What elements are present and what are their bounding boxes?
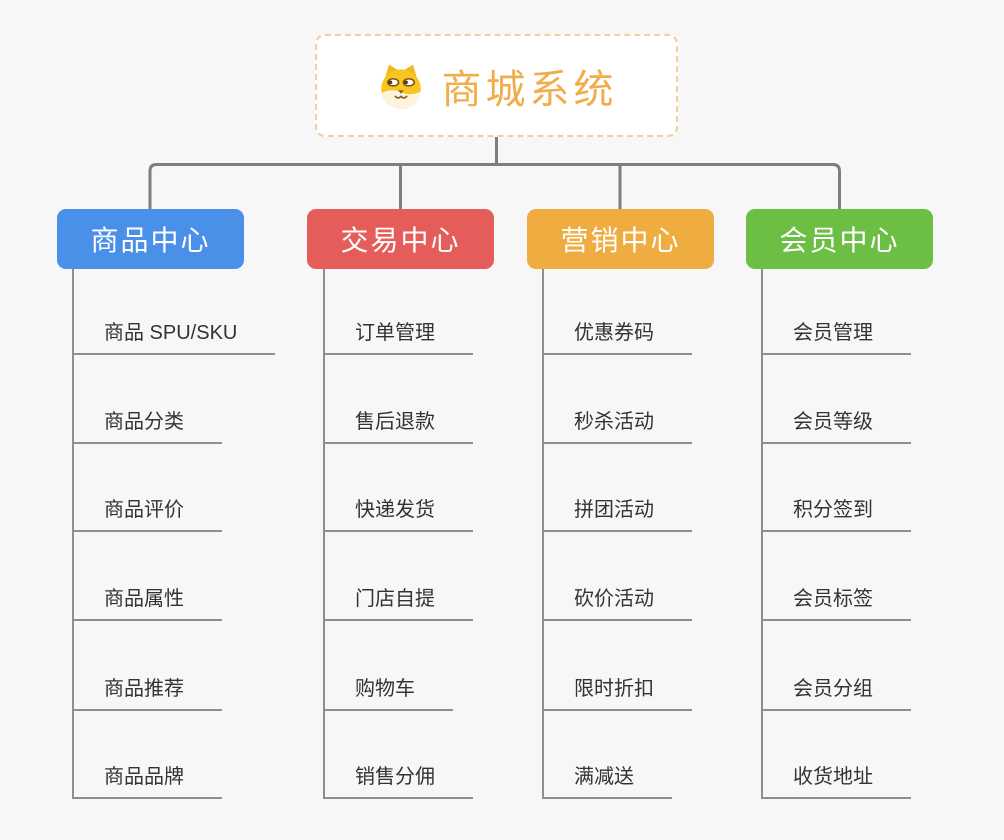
leaf-node[interactable]: 积分签到 <box>762 496 911 532</box>
root-title: 商城系统 <box>441 67 618 112</box>
dog-face-icon <box>376 61 426 111</box>
leaf-node[interactable]: 会员管理 <box>762 319 911 355</box>
root-node[interactable]: 商城系统 <box>315 34 678 137</box>
leaf-node[interactable]: 满减送 <box>543 763 672 799</box>
leaf-node[interactable]: 订单管理 <box>324 319 473 355</box>
leaf-node[interactable]: 优惠券码 <box>543 319 692 355</box>
branch-node-marketing-center[interactable]: 营销中心 <box>527 209 714 269</box>
leaf-node[interactable]: 会员等级 <box>762 408 911 444</box>
leaf-node[interactable]: 购物车 <box>324 675 453 711</box>
branch-trunk-line <box>323 269 325 799</box>
branch-label: 营销中心 <box>560 225 681 256</box>
leaf-node[interactable]: 销售分佣 <box>324 763 473 799</box>
branch-label: 会员中心 <box>779 225 900 256</box>
leaf-node[interactable]: 快递发货 <box>324 496 473 532</box>
leaf-node[interactable]: 拼团活动 <box>543 496 692 532</box>
branch-node-trade-center[interactable]: 交易中心 <box>307 209 494 269</box>
leaf-node[interactable]: 商品品牌 <box>73 763 222 799</box>
branch-node-product-center[interactable]: 商品中心 <box>57 209 244 269</box>
leaf-node[interactable]: 售后退款 <box>324 408 473 444</box>
leaf-node[interactable]: 会员分组 <box>762 675 911 711</box>
leaf-node[interactable]: 商品 SPU/SKU <box>73 319 276 355</box>
leaf-node[interactable]: 砍价活动 <box>543 585 692 621</box>
leaf-node[interactable]: 限时折扣 <box>543 675 692 711</box>
branch-trunk-line <box>72 269 74 799</box>
leaf-node[interactable]: 商品分类 <box>73 408 222 444</box>
leaf-node[interactable]: 商品评价 <box>73 496 222 532</box>
branch-trunk-line <box>761 269 763 799</box>
leaf-node[interactable]: 会员标签 <box>762 585 911 621</box>
branch-node-member-center[interactable]: 会员中心 <box>746 209 933 269</box>
leaf-node[interactable]: 商品推荐 <box>73 675 222 711</box>
leaf-node[interactable]: 秒杀活动 <box>543 408 692 444</box>
branch-label: 交易中心 <box>340 225 461 256</box>
branch-trunk-line <box>542 269 544 799</box>
leaf-node[interactable]: 商品属性 <box>73 585 222 621</box>
leaf-node[interactable]: 收货地址 <box>762 763 911 799</box>
branch-label: 商品中心 <box>90 225 211 256</box>
leaf-node[interactable]: 门店自提 <box>324 585 473 621</box>
